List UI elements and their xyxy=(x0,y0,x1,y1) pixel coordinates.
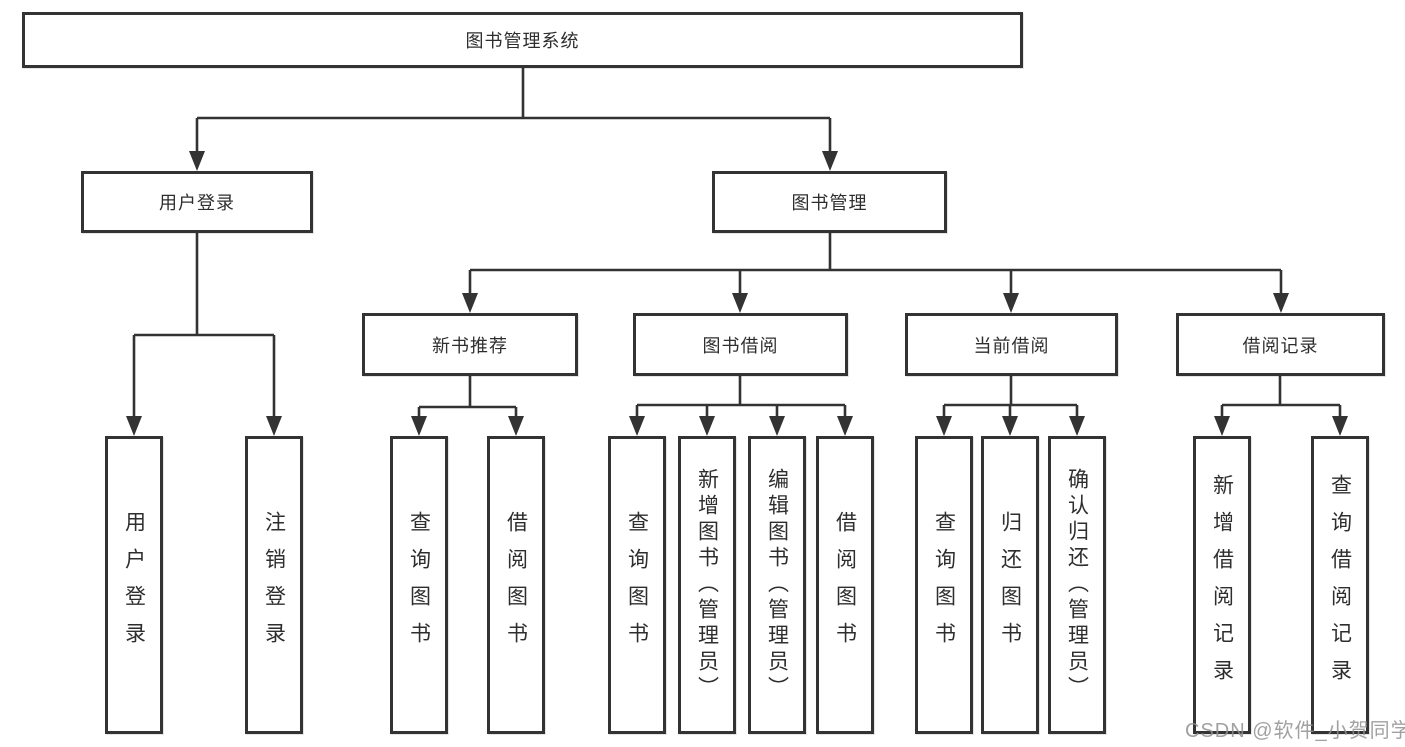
node-label: 借阅图书 xyxy=(504,511,528,659)
connector-user-login-to-leaves xyxy=(132,233,276,418)
node-leaf-user-login: 用户登录 xyxy=(105,436,163,734)
node-library-management-system: 图书管理系统 xyxy=(22,12,1023,68)
connector-borrow-records-to-leaves xyxy=(1220,376,1342,418)
node-label: 图书管理 xyxy=(791,193,868,213)
node-leaf-logout: 注销登录 xyxy=(245,436,303,734)
connector-book-borrow-to-leaves xyxy=(635,376,847,418)
csdn-watermark: CSDN @软件_小贺同学 xyxy=(1185,720,1405,742)
node-label: 用户登录 xyxy=(122,511,146,659)
node-label: 新书推荐 xyxy=(432,335,508,356)
node-user-login: 用户登录 xyxy=(81,171,313,233)
node-label: 查询图书 xyxy=(407,511,431,659)
node-label: 图书借阅 xyxy=(702,335,779,356)
node-leaf-query-books-1: 查询图书 xyxy=(390,436,448,734)
node-leaf-query-borrow-record: 查询借阅记录 xyxy=(1311,436,1369,734)
connector-new-book-rec-to-leaves xyxy=(417,376,518,418)
node-leaf-return-books: 归还图书 xyxy=(981,436,1039,734)
node-leaf-confirm-return-admin: 确认归还（管理员） xyxy=(1048,436,1106,734)
node-leaf-borrow-books-2: 借阅图书 xyxy=(816,436,874,734)
node-label: 确认归还（管理员） xyxy=(1065,468,1089,702)
node-leaf-query-books-2: 查询图书 xyxy=(608,436,666,734)
node-leaf-borrow-books-1: 借阅图书 xyxy=(487,436,545,734)
node-label: 用户登录 xyxy=(159,193,235,213)
node-leaf-add-borrow-record: 新增借阅记录 xyxy=(1193,436,1251,734)
connector-book-mgmt-to-level3 xyxy=(468,233,1283,294)
node-label: 编辑图书（管理员） xyxy=(765,468,789,702)
node-current-borrowing: 当前借阅 xyxy=(905,313,1118,376)
connector-root-to-level2 xyxy=(195,68,832,152)
node-label: 查询图书 xyxy=(625,511,649,659)
node-label: 查询图书 xyxy=(932,511,956,659)
node-label: 借阅记录 xyxy=(1242,335,1319,356)
node-label: 借阅图书 xyxy=(833,511,857,659)
connector-current-borrow-to-leaves xyxy=(942,376,1079,418)
node-leaf-add-books-admin: 新增图书（管理员） xyxy=(678,436,736,734)
node-book-borrowing: 图书借阅 xyxy=(633,313,848,376)
node-borrowing-records: 借阅记录 xyxy=(1176,313,1385,376)
node-label: 新增借阅记录 xyxy=(1210,474,1234,696)
node-label: 归还图书 xyxy=(998,511,1022,659)
node-label: 新增图书（管理员） xyxy=(695,468,719,702)
node-leaf-edit-books-admin: 编辑图书（管理员） xyxy=(748,436,806,734)
node-label: 注销登录 xyxy=(262,511,286,659)
node-label: 查询借阅记录 xyxy=(1328,474,1352,696)
node-leaf-query-books-3: 查询图书 xyxy=(915,436,973,734)
node-label: 当前借阅 xyxy=(973,335,1050,356)
node-book-management: 图书管理 xyxy=(712,171,947,233)
node-new-book-recommend: 新书推荐 xyxy=(362,313,578,376)
node-label: 图书管理系统 xyxy=(465,31,580,51)
